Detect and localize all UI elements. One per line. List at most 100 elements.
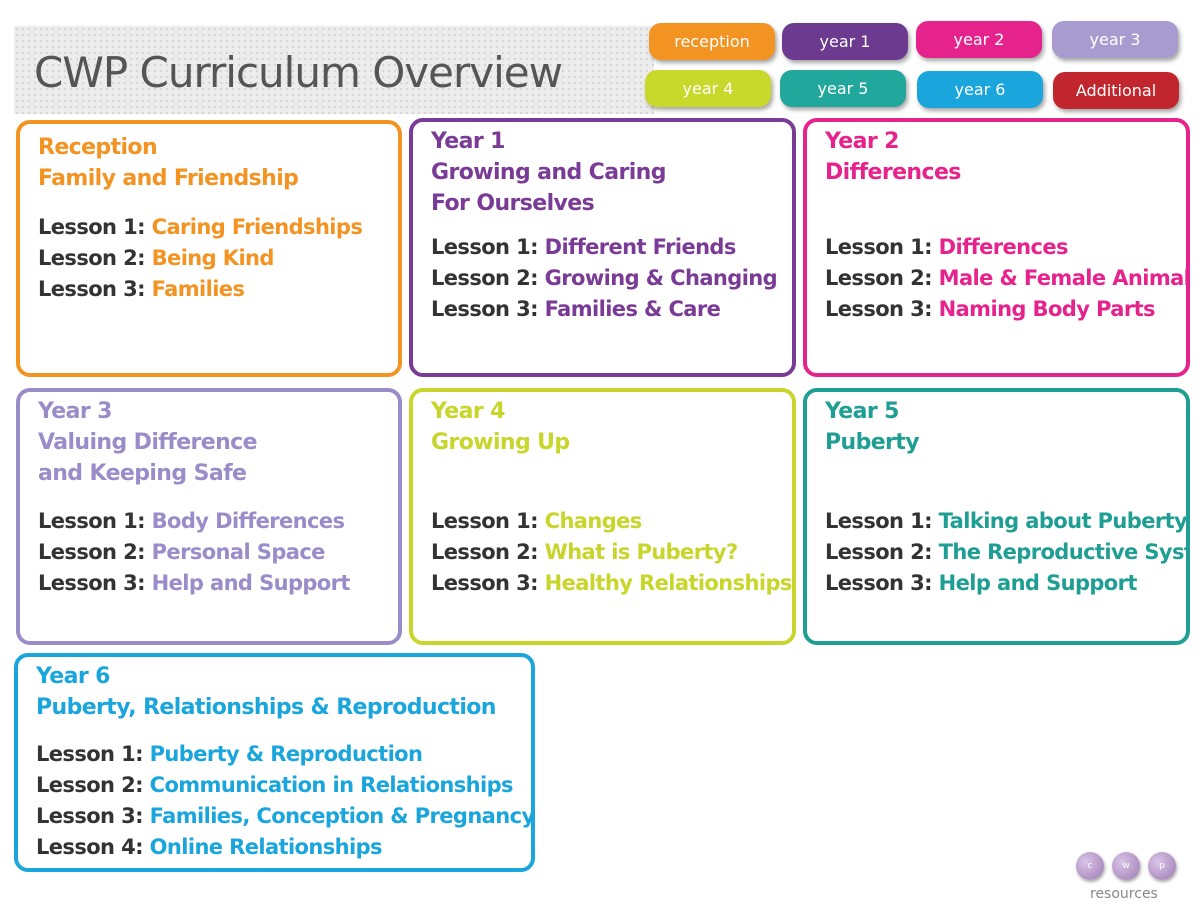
lesson-item[interactable]: Lesson 1: Puberty & Reproduction (36, 739, 531, 770)
lesson-item[interactable]: Lesson 1: Caring Friendships (38, 212, 398, 243)
card-title: Year 1 (431, 129, 506, 154)
lesson-item[interactable]: Lesson 3: Families, Conception & Pregnan… (36, 801, 531, 832)
lesson-title: Families (151, 277, 245, 301)
lesson-title: Changes (544, 509, 643, 533)
lesson-title: Online Relationships (149, 835, 383, 859)
lesson-item[interactable]: Lesson 2: Male & Female Animals (825, 263, 1186, 294)
lesson-number: Lesson 1: (38, 509, 146, 533)
lesson-title: Communication in Relationships (149, 773, 514, 797)
lesson-title: Personal Space (151, 540, 326, 564)
lesson-number: Lesson 2: (431, 540, 539, 564)
card-title: Year 6 (36, 664, 111, 689)
lesson-number: Lesson 3: (825, 297, 933, 321)
logo-ball: c (1076, 852, 1104, 880)
lesson-title: Help and Support (151, 571, 351, 595)
lesson-list: Lesson 1: Puberty & Reproduction Lesson … (36, 739, 531, 863)
card-reception[interactable]: Reception Family and Friendship Lesson 1… (16, 120, 402, 377)
lesson-item[interactable]: Lesson 2: Communication in Relationships (36, 770, 531, 801)
nav-year-4-button[interactable]: year 4 (645, 70, 771, 107)
card-title: Reception (38, 135, 158, 160)
lesson-item[interactable]: Lesson 2: Personal Space (38, 537, 398, 568)
logo-text: resources (1090, 886, 1158, 902)
lesson-title: Differences (938, 235, 1069, 259)
lesson-item[interactable]: Lesson 4: Online Relationships (36, 832, 531, 863)
card-year-6[interactable]: Year 6 Puberty, Relationships & Reproduc… (14, 653, 535, 872)
card-subtitle: Differences (825, 160, 961, 185)
lesson-title: Growing & Changing (544, 266, 778, 290)
nav-additional-button[interactable]: Additional (1053, 72, 1179, 109)
lesson-title: Talking about Puberty (938, 509, 1188, 533)
card-title: Year 3 (38, 399, 113, 424)
lesson-item[interactable]: Lesson 2: Growing & Changing (431, 263, 792, 294)
card-year-5[interactable]: Year 5 Puberty Lesson 1: Talking about P… (803, 388, 1190, 645)
lesson-list: Lesson 1: Talking about Puberty Lesson 2… (825, 506, 1186, 599)
lesson-number: Lesson 1: (38, 215, 146, 239)
logo-ball: p (1148, 852, 1176, 880)
card-year-4[interactable]: Year 4 Growing Up Lesson 1: Changes Less… (409, 388, 796, 645)
lesson-title: Different Friends (544, 235, 737, 259)
card-subtitle: Family and Friendship (38, 166, 299, 191)
lesson-list: Lesson 1: Body Differences Lesson 2: Per… (38, 506, 398, 599)
lesson-item[interactable]: Lesson 3: Help and Support (38, 568, 398, 599)
lesson-item[interactable]: Lesson 2: What is Puberty? (431, 537, 792, 568)
lesson-item[interactable]: Lesson 3: Healthy Relationships (431, 568, 792, 599)
lesson-number: Lesson 3: (431, 297, 539, 321)
lesson-title: The Reproductive System (938, 540, 1186, 564)
header-band (14, 26, 654, 114)
card-subtitle: Puberty (825, 430, 920, 455)
lesson-item[interactable]: Lesson 3: Help and Support (825, 568, 1186, 599)
lesson-item[interactable]: Lesson 2: The Reproductive System (825, 537, 1186, 568)
lesson-title: Male & Female Animals (938, 266, 1190, 290)
nav-year-3-button[interactable]: year 3 (1052, 21, 1178, 58)
nav-year-5-button[interactable]: year 5 (780, 70, 906, 107)
card-subtitle: Puberty, Relationships & Reproduction (36, 695, 496, 720)
card-title: Year 4 (431, 399, 506, 424)
lesson-item[interactable]: Lesson 1: Different Friends (431, 232, 792, 263)
lesson-number: Lesson 3: (38, 277, 146, 301)
card-subtitle: Growing and Caring (431, 160, 666, 185)
lesson-number: Lesson 2: (825, 540, 933, 564)
lesson-title: Puberty & Reproduction (149, 742, 423, 766)
page-title: CWP Curriculum Overview (34, 48, 563, 97)
lesson-number: Lesson 2: (38, 540, 146, 564)
card-subtitle-line-2: and Keeping Safe (38, 461, 247, 486)
lesson-title: Healthy Relationships (544, 571, 792, 595)
lesson-number: Lesson 2: (825, 266, 933, 290)
lesson-list: Lesson 1: Caring Friendships Lesson 2: B… (38, 212, 398, 305)
lesson-list: Lesson 1: Different Friends Lesson 2: Gr… (431, 232, 792, 325)
nav-reception-button[interactable]: reception (649, 23, 775, 60)
lesson-title: What is Puberty? (544, 540, 739, 564)
lesson-number: Lesson 1: (825, 235, 933, 259)
nav-year-6-button[interactable]: year 6 (917, 71, 1043, 108)
card-year-3[interactable]: Year 3 Valuing Difference and Keeping Sa… (16, 388, 402, 645)
lesson-list: Lesson 1: Differences Lesson 2: Male & F… (825, 232, 1186, 325)
lesson-item[interactable]: Lesson 3: Families (38, 274, 398, 305)
card-year-2[interactable]: Year 2 Differences Lesson 1: Differences… (803, 118, 1190, 377)
card-subtitle: Valuing Difference (38, 430, 258, 455)
lesson-number: Lesson 1: (431, 509, 539, 533)
card-title: Year 2 (825, 129, 900, 154)
lesson-number: Lesson 1: (36, 742, 144, 766)
lesson-number: Lesson 3: (825, 571, 933, 595)
nav-year-2-button[interactable]: year 2 (916, 21, 1042, 58)
lesson-item[interactable]: Lesson 2: Being Kind (38, 243, 398, 274)
lesson-title: Being Kind (151, 246, 275, 270)
lesson-number: Lesson 2: (36, 773, 144, 797)
lesson-list: Lesson 1: Changes Lesson 2: What is Pube… (431, 506, 792, 599)
lesson-title: Help and Support (938, 571, 1138, 595)
lesson-item[interactable]: Lesson 1: Differences (825, 232, 1186, 263)
lesson-number: Lesson 3: (431, 571, 539, 595)
lesson-item[interactable]: Lesson 1: Talking about Puberty (825, 506, 1186, 537)
lesson-title: Body Differences (151, 509, 345, 533)
lesson-item[interactable]: Lesson 1: Changes (431, 506, 792, 537)
lesson-item[interactable]: Lesson 3: Families & Care (431, 294, 792, 325)
lesson-title: Families, Conception & Pregnancy (149, 804, 535, 828)
card-year-1[interactable]: Year 1 Growing and Caring For Ourselves … (409, 118, 796, 377)
lesson-number: Lesson 2: (38, 246, 146, 270)
lesson-item[interactable]: Lesson 3: Naming Body Parts (825, 294, 1186, 325)
lesson-item[interactable]: Lesson 1: Body Differences (38, 506, 398, 537)
nav-year-1-button[interactable]: year 1 (782, 23, 908, 60)
lesson-number: Lesson 2: (431, 266, 539, 290)
lesson-number: Lesson 1: (431, 235, 539, 259)
lesson-number: Lesson 3: (36, 804, 144, 828)
